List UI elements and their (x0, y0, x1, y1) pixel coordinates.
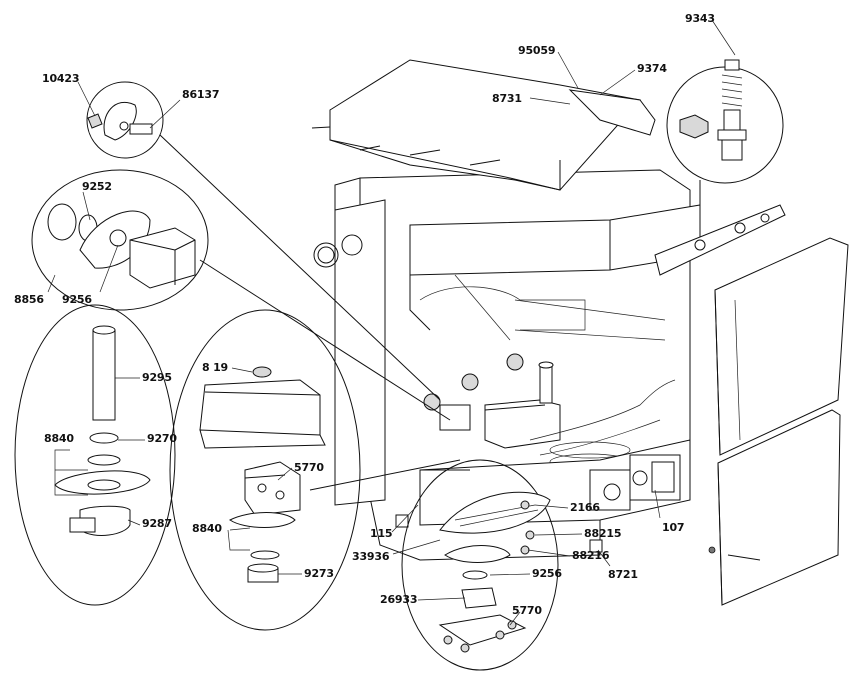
detail-fitting (31, 169, 451, 421)
part-label-107: 107 (662, 521, 685, 534)
part-label-9270: 9270 (147, 432, 177, 445)
leader-lines (47, 19, 736, 626)
part-label-33936: 33936 (352, 550, 390, 563)
part-label-9256: 9256 (62, 293, 92, 306)
part-label-115: 115 (370, 527, 393, 540)
part-label-9252: 9252 (82, 180, 112, 193)
part-label-9343: 9343 (685, 12, 715, 25)
part-label-88215: 88215 (584, 527, 622, 540)
door-panels (708, 237, 849, 606)
part-label-8-19: 8 19 (202, 361, 228, 374)
part-label-2166: 2166 (570, 501, 600, 514)
detail-burner (401, 459, 559, 671)
part-label-5770: 5770 (294, 461, 324, 474)
part-label-88216: 88216 (572, 549, 610, 562)
part-label-8731: 8731 (492, 92, 522, 105)
part-label-8856: 8856 (14, 293, 44, 306)
part-label-9295: 9295 (142, 371, 172, 384)
detail-valve (666, 59, 784, 230)
cabinet-body (311, 59, 786, 561)
detail-fasteners (86, 81, 441, 401)
part-label-95059: 95059 (518, 44, 556, 57)
part-label-9287: 9287 (142, 517, 172, 530)
part-label-9256-b: 9256 (532, 567, 562, 580)
part-label-9374: 9374 (637, 62, 667, 75)
part-label-8840: 8840 (44, 432, 74, 445)
part-label-10423: 10423 (42, 72, 80, 85)
part-label-26933: 26933 (380, 593, 418, 606)
part-label-9273: 9273 (304, 567, 334, 580)
part-label-8840-b: 8840 (192, 522, 222, 535)
part-label-8721: 8721 (608, 568, 638, 581)
detail-thermostat (169, 309, 461, 631)
detail-tube (14, 304, 176, 606)
part-label-5770-b: 5770 (512, 604, 542, 617)
part-label-86137: 86137 (182, 88, 220, 101)
